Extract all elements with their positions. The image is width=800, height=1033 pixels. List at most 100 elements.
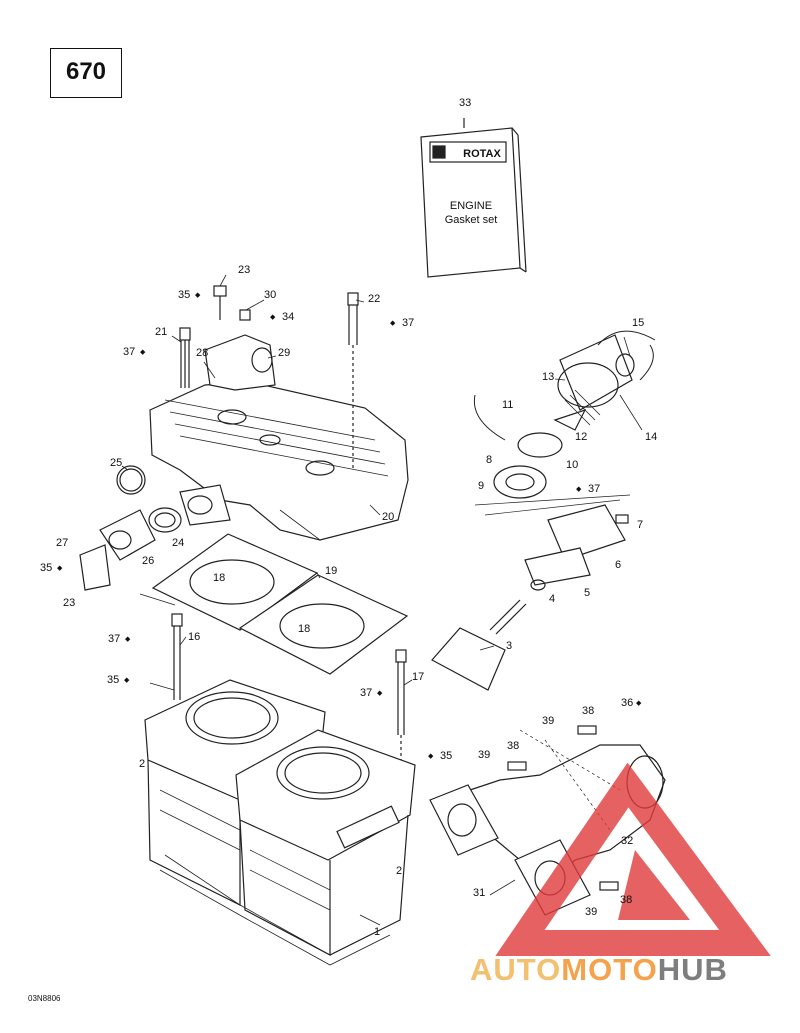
callout-c15: 15 [632,317,645,329]
callout-c2b: 2 [396,865,403,877]
booklet-brand: ROTAX [463,148,501,160]
callout-c36: 36 [621,697,634,709]
sealant-drop-icon: ◆ [195,292,201,299]
gasket-5 [524,547,591,586]
callout-c35b: 35 [40,562,53,574]
rave-valve-3 [431,627,506,691]
sealant-drop-icon: ◆ [377,690,383,697]
washer-4 [530,579,546,591]
callout-c21: 21 [155,326,168,338]
callout-c6: 6 [615,559,622,571]
callout-c28: 28 [196,347,209,359]
rotax-logo [429,141,507,163]
water-outlet-26 [99,509,156,561]
callout-c16: 16 [188,631,201,643]
callout-c25: 25 [110,457,123,469]
sealant-drop-icon: ◆ [428,753,434,760]
callout-c4: 4 [549,593,556,605]
bolt-17 [395,649,407,790]
sealant-drop-icon: ◆ [636,700,642,707]
callout-c12: 12 [575,431,588,443]
callout-c19: 19 [325,565,338,577]
callout-c23b: 23 [63,597,76,609]
callout-c24: 24 [172,537,185,549]
elbow-29 [204,334,276,391]
bolt-16 [171,613,183,700]
head-gasket-19-right [238,574,409,675]
callout-c38b: 38 [507,740,520,752]
bracket-27 [79,544,111,591]
watermark-auto: AUTO [470,952,562,987]
gasket-31-left [429,784,499,856]
bolt-21 [179,327,191,388]
cap-15 [615,353,635,377]
callout-c39a: 39 [542,715,555,727]
screw-38c [599,881,619,891]
callout-c38a: 38 [582,705,595,717]
screw-38b [507,761,527,771]
callout-c7: 7 [637,519,644,531]
callout-c3: 3 [506,640,513,652]
cylinder-right [235,729,416,956]
figure-code: 03N8806 [28,994,61,1003]
callout-c35a: 35 [178,289,191,301]
spring-clip-11 [473,394,506,441]
booklet-title: ENGINE [449,200,493,212]
screw-38a [577,725,597,735]
callout-c18b: 18 [298,623,311,635]
callout-c37d: 37 [108,633,121,645]
rave-valve-assembly [431,330,656,691]
bolt-22 [347,292,359,470]
callout-c37a: 37 [402,317,415,329]
callout-c26: 26 [142,555,155,567]
page-number: 670 [65,58,107,85]
callout-c8: 8 [486,454,493,466]
gasket-set-booklet [420,118,527,278]
callout-c9: 9 [478,480,485,492]
o-ring-25 [116,465,146,495]
callout-c39b: 39 [478,749,491,761]
sealant-drop-icon: ◆ [390,320,396,327]
exhaust-manifold [429,725,666,916]
watermark-hub: HUB [657,952,728,987]
callout-c1: 1 [374,926,381,938]
sealant-drop-icon: ◆ [124,677,130,684]
callout-c37e: 37 [360,687,373,699]
base-gasket-1 [164,854,381,956]
callout-c38c: 38 [620,894,633,906]
thermostat-24 [148,507,182,533]
callout-c23a: 23 [238,264,251,276]
callout-c18a: 18 [213,572,226,584]
sealant-drop-icon: ◆ [140,349,146,356]
valve-cover-6 [547,504,626,561]
callout-c20: 20 [382,511,395,523]
callout-c30: 30 [264,289,277,301]
callout-c34: 34 [282,311,295,323]
callout-c37c: 37 [588,483,601,495]
watermark-moto: MOTO [561,952,658,987]
watermark-text: AUTOMOTOHUB [470,952,728,988]
bolt-23-top [213,285,227,320]
callout-c35c: 35 [107,674,120,686]
callout-c17: 17 [412,671,425,683]
sealant-drop-icon: ◆ [57,565,63,572]
screw-7 [615,514,629,524]
callout-c11: 11 [502,399,514,411]
callout-c37b: 37 [123,346,136,358]
sealant-drop-icon: ◆ [576,486,582,493]
callout-c13: 13 [542,371,555,383]
callout-c39c: 39 [585,906,598,918]
callout-c14: 14 [645,431,658,443]
booklet-subtitle: Gasket set [444,214,498,226]
sealant-drop-icon: ◆ [125,636,131,643]
page-number-box [50,48,122,98]
plug-30 [239,309,251,321]
sealant-drop-icon: ◆ [270,314,276,321]
watermark-triangle [495,762,771,956]
callout-c5: 5 [584,587,591,599]
callout-c27: 27 [56,537,69,549]
callout-c32: 32 [621,835,634,847]
callout-c29: 29 [278,347,291,359]
callout-c10: 10 [566,459,579,471]
